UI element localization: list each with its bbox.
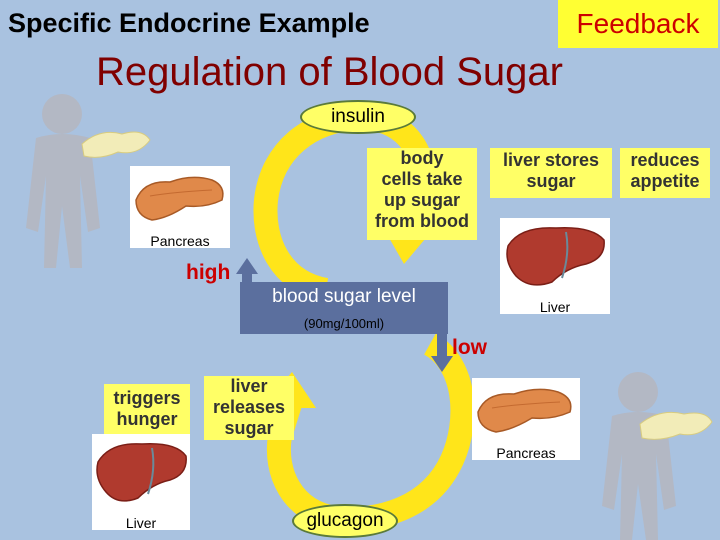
liver-icon [96,443,187,502]
effect-line: hunger [116,409,178,429]
organ-caption: Liver [125,515,157,531]
effect-line: cells take [381,169,463,189]
insulin-hormone-label: insulin [300,100,416,134]
effect-line: up sugar [383,190,460,210]
organ-caption: Pancreas [496,445,556,461]
effect-line: reduces [630,150,700,170]
effect-line: liver [230,376,268,396]
pancreas-icon [477,388,572,433]
effect-line: appetite [630,171,700,191]
organ-caption: Pancreas [150,233,210,249]
liver-card-right: Liver [500,218,610,315]
human-silhouette-right [602,372,676,540]
pancreas-icon [135,176,224,221]
human-silhouette-left [26,94,100,268]
liver-card-left: Liver [92,434,190,531]
effect-line: sugar [526,171,576,191]
feedback-badge: Feedback [558,0,718,48]
pancreas-card-top: Pancreas [130,166,230,249]
effect-line: body [400,148,444,168]
effect-line: liver stores [502,150,600,170]
triggers-hunger-box: triggers hunger [104,384,190,440]
blood-sugar-level-label: blood sugar level [272,286,416,307]
low-arrow-icon [431,330,453,372]
blood-sugar-level-box [240,282,448,334]
liver-releases-sugar-box: liver releases sugar [204,376,294,440]
body-cells-take-sugar-box: body cells take up sugar from blood [367,148,477,240]
liver-icon [506,227,605,286]
pancreas-card-bottom: Pancreas [472,378,580,461]
page-title: Regulation of Blood Sugar [96,50,563,94]
blood-sugar-normal-value: (90mg/100ml) [303,316,385,331]
organ-caption: Liver [539,299,571,315]
pancreas-on-figure-left-icon [81,131,151,158]
liver-stores-sugar-box: liver stores sugar [490,148,612,198]
effect-line: from blood [375,211,469,231]
effect-line: sugar [224,418,274,438]
effect-line: triggers [113,388,181,408]
reduces-appetite-box: reduces appetite [620,148,710,198]
section-subtitle: Specific Endocrine Example [8,8,370,38]
glucagon-hormone-label: glucagon [292,504,398,538]
pancreas-on-figure-right-icon [639,411,713,440]
low-label: low [452,336,487,359]
high-label: high [186,261,231,284]
effect-line: releases [212,397,286,417]
